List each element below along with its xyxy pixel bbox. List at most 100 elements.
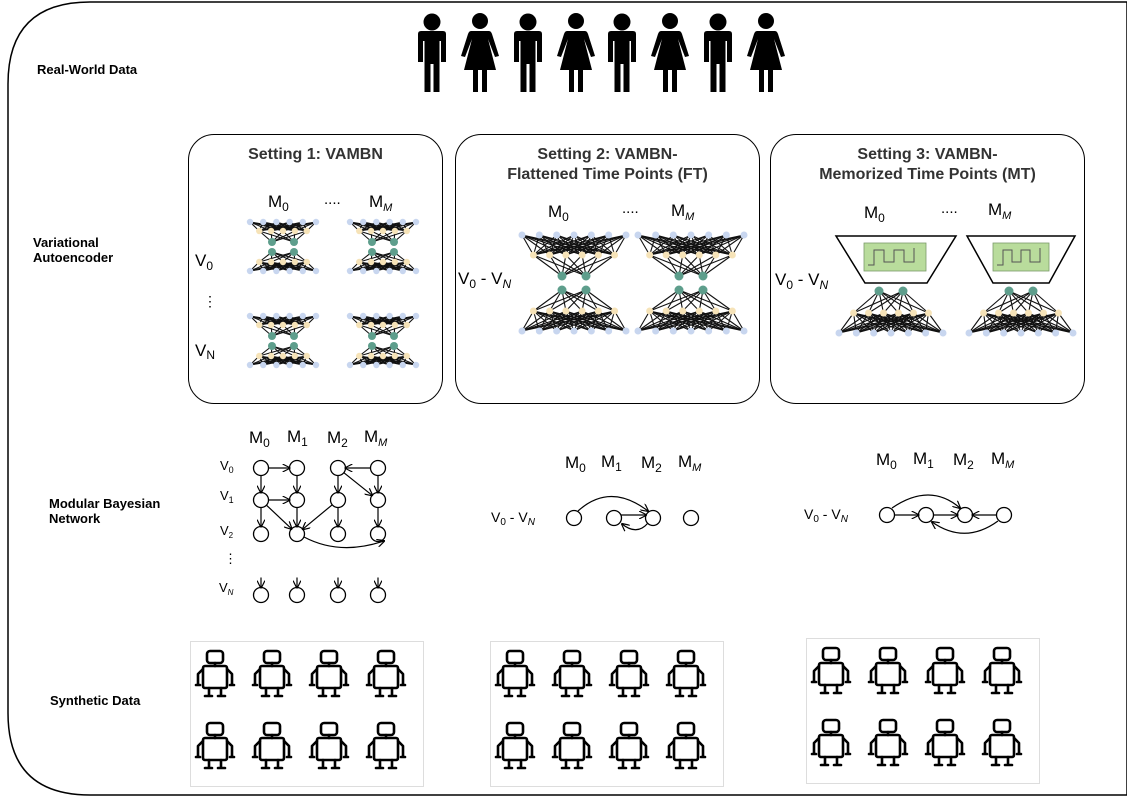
network-node <box>291 258 299 266</box>
network-node <box>246 312 254 320</box>
setting-1-mm-label: MM <box>369 192 393 214</box>
network-node <box>634 327 642 335</box>
setting-3-dots: .... <box>941 200 958 217</box>
robot-icon <box>867 646 909 695</box>
network-node <box>399 267 406 275</box>
network-node <box>887 329 895 337</box>
network-node <box>924 309 932 317</box>
row-label-synthetic: Synthetic Data <box>50 693 141 708</box>
network-node <box>368 332 376 340</box>
robot-icon <box>551 721 593 770</box>
network-node <box>570 327 578 335</box>
network-node <box>391 227 399 235</box>
network-node <box>679 307 687 315</box>
network-node <box>605 231 613 239</box>
network-node <box>379 258 387 266</box>
network-node <box>652 231 660 239</box>
network-node <box>391 352 399 360</box>
network-node <box>260 312 267 320</box>
bn-edge <box>343 472 372 496</box>
robot-icon <box>194 649 236 698</box>
network-node <box>518 231 526 239</box>
network-node <box>367 227 375 235</box>
network-node <box>611 307 619 315</box>
robot-icon <box>924 718 966 767</box>
network-node <box>553 327 561 335</box>
robot-icon <box>494 649 536 698</box>
bn2-col-mm: MM <box>678 452 702 474</box>
network-node <box>246 361 254 369</box>
network-node <box>386 267 393 275</box>
bn1-row-v2: V2 <box>220 523 234 540</box>
network-node <box>594 307 602 315</box>
lstm-encoder-2 <box>965 235 1077 284</box>
setting-2-dots: .... <box>622 200 639 217</box>
network-node <box>290 332 298 340</box>
network-node <box>356 321 363 329</box>
network-node <box>662 251 670 259</box>
network-node <box>662 307 670 315</box>
network-node <box>368 238 376 246</box>
network-node <box>346 361 354 369</box>
network-node <box>303 227 310 235</box>
network-node <box>390 248 398 256</box>
network-node <box>546 251 554 259</box>
network-node <box>379 227 387 235</box>
robot-icon <box>308 721 350 770</box>
network-node <box>290 238 298 246</box>
network-node <box>291 321 299 329</box>
network-node <box>535 327 543 335</box>
network-node <box>611 251 619 259</box>
robot-icon <box>551 649 593 698</box>
network-node <box>995 309 1003 317</box>
network-node <box>898 286 908 296</box>
autoencoder-network <box>346 312 420 369</box>
network-node <box>904 329 912 337</box>
network-node <box>291 352 299 360</box>
network-node <box>273 218 280 226</box>
setting-2-vrange-label: V0 - VN <box>458 269 511 291</box>
autoencoder-network <box>634 231 748 335</box>
network-node <box>622 231 630 239</box>
setting-2-title: Setting 2: VAMBN- Flattened Time Points … <box>456 145 759 185</box>
network-node <box>695 307 703 315</box>
network-node <box>412 312 420 320</box>
robot-icon <box>665 649 707 698</box>
network-node <box>260 361 267 369</box>
robot-icon <box>608 649 650 698</box>
network-node <box>279 352 287 360</box>
setting-2-title-line-1: Setting 2: VAMBN- <box>537 146 678 163</box>
network-node <box>368 248 376 256</box>
network-node <box>980 309 988 317</box>
network-node <box>299 267 306 275</box>
network-node <box>399 218 406 226</box>
network-node <box>570 231 578 239</box>
network-node <box>1054 309 1062 317</box>
bn3-col-m1: M1 <box>913 449 934 471</box>
robot-icon <box>810 718 852 767</box>
row-label-vae-line2: Autoencoder <box>33 250 114 265</box>
network-node <box>373 218 380 226</box>
network-node <box>705 327 713 335</box>
network-node <box>267 321 275 329</box>
network-node <box>1024 309 1032 317</box>
network-node <box>373 312 380 320</box>
robot-icon <box>494 721 536 770</box>
network-node <box>562 307 570 315</box>
network-node <box>386 312 393 320</box>
network-node <box>291 227 299 235</box>
bn2-col-m2: M2 <box>641 453 662 475</box>
network-node <box>1052 329 1060 337</box>
network-node <box>870 329 878 337</box>
autoencoder-network <box>518 231 630 335</box>
network-node <box>712 307 720 315</box>
setting-2-title-line-2: Flattened Time Points (FT) <box>507 166 708 183</box>
bn-edge <box>303 536 384 549</box>
network-node <box>356 227 363 235</box>
bn1-row-v0: V0 <box>220 458 234 475</box>
network-node <box>562 251 570 259</box>
network-node <box>529 307 537 315</box>
network-node <box>391 321 399 329</box>
network-node <box>346 312 354 320</box>
